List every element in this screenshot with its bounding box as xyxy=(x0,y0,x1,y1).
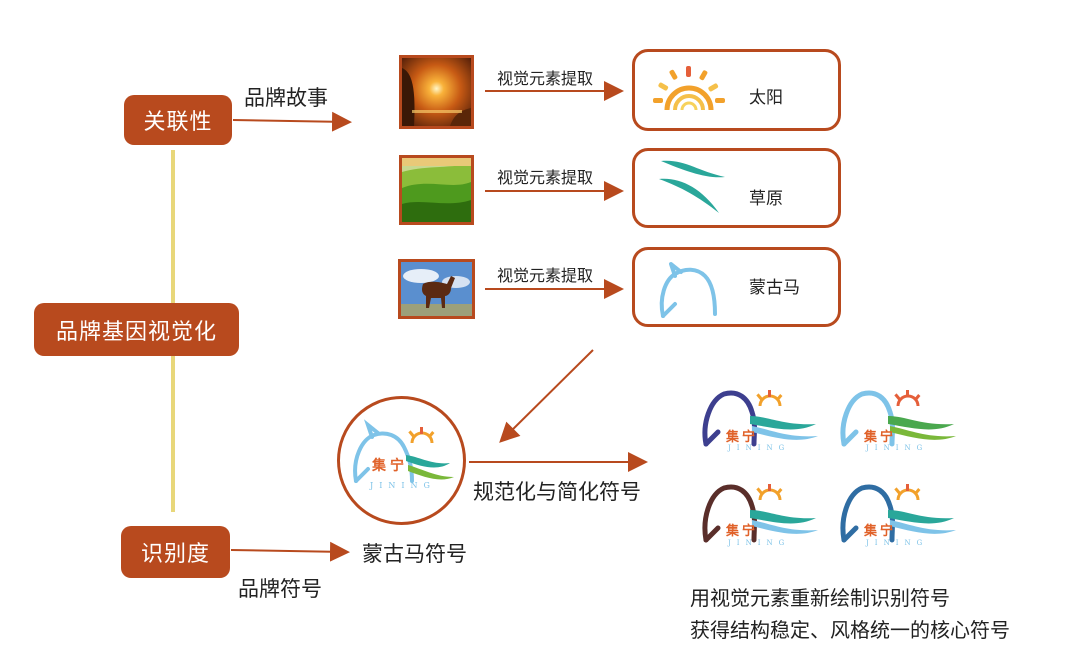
variant-logo-1-cn: 集宁 xyxy=(726,430,759,445)
symbol-brand-en: JINING xyxy=(370,481,436,490)
node-gene-visual: 品牌基因视觉化 xyxy=(34,303,239,356)
horse-head-icon xyxy=(659,262,717,318)
variant-logo-2-en: JINING xyxy=(866,444,929,452)
arrow-diagonal xyxy=(499,349,594,443)
node-gene-visual-label: 品牌基因视觉化 xyxy=(55,319,217,345)
node-relevance-label: 关联性 xyxy=(143,110,213,135)
sunset-photo xyxy=(399,55,474,129)
element-card-horse: 蒙古马 xyxy=(632,247,841,327)
symbol-logo-icon xyxy=(353,419,454,483)
caption-line-2: 获得结构稳定、风格统一的核心符号 xyxy=(690,618,1010,642)
mongol-horse-symbol: 集宁 JINING xyxy=(337,396,466,525)
edge-label-brand-symbol: 品牌符号 xyxy=(238,577,322,601)
variant-logo-3-en: JINING xyxy=(728,539,791,547)
arrow-brand-story xyxy=(232,111,352,132)
element-label-sun: 太阳 xyxy=(749,88,783,108)
grassland-photo xyxy=(399,155,474,225)
variant-logo-1: 集宁 JINING xyxy=(698,386,823,452)
grass-wave-icon xyxy=(659,160,725,213)
edge-label-extract-horse: 视觉元素提取 xyxy=(497,266,594,285)
element-card-grass: 草原 xyxy=(632,148,841,228)
variant-logo-2-cn: 集宁 xyxy=(864,430,897,445)
horse-photo xyxy=(398,259,475,319)
variant-logo-4-icon xyxy=(840,484,956,543)
element-label-horse: 蒙古马 xyxy=(749,278,800,298)
arrow-brand-symbol xyxy=(230,541,350,562)
element-label-grass: 草原 xyxy=(749,189,783,209)
sun-icon xyxy=(653,66,725,111)
caption-line-1: 用视觉元素重新绘制识别符号 xyxy=(690,586,950,610)
element-card-sun: 太阳 xyxy=(632,49,841,131)
edge-label-extract-grass: 视觉元素提取 xyxy=(497,168,594,187)
node-recognition: 识别度 xyxy=(121,526,230,578)
symbol-label: 蒙古马符号 xyxy=(362,542,467,566)
edge-label-brand-story: 品牌故事 xyxy=(244,86,328,110)
variant-logo-4: 集宁 JINING xyxy=(836,478,961,548)
variant-logo-2-icon xyxy=(840,390,956,447)
symbol-brand-cn: 集宁 xyxy=(372,458,408,474)
caption: 用视觉元素重新绘制识别符号 获得结构稳定、风格统一的核心符号 xyxy=(690,582,1010,646)
variant-logo-1-icon xyxy=(702,390,818,447)
edge-label-normalize: 规范化与简化符号 xyxy=(473,480,641,504)
node-relevance: 关联性 xyxy=(124,95,232,145)
edge-label-extract-sun: 视觉元素提取 xyxy=(497,69,594,88)
variant-logo-2: 集宁 JINING xyxy=(836,386,961,452)
variant-logo-3: 集宁 JINING xyxy=(698,478,823,548)
variant-logo-4-en: JINING xyxy=(866,539,929,547)
variant-logo-4-cn: 集宁 xyxy=(864,524,897,539)
variant-logo-3-cn: 集宁 xyxy=(726,524,759,539)
variant-logo-1-en: JINING xyxy=(728,444,791,452)
variant-logo-3-icon xyxy=(702,484,818,543)
node-recognition-label: 识别度 xyxy=(140,542,210,567)
